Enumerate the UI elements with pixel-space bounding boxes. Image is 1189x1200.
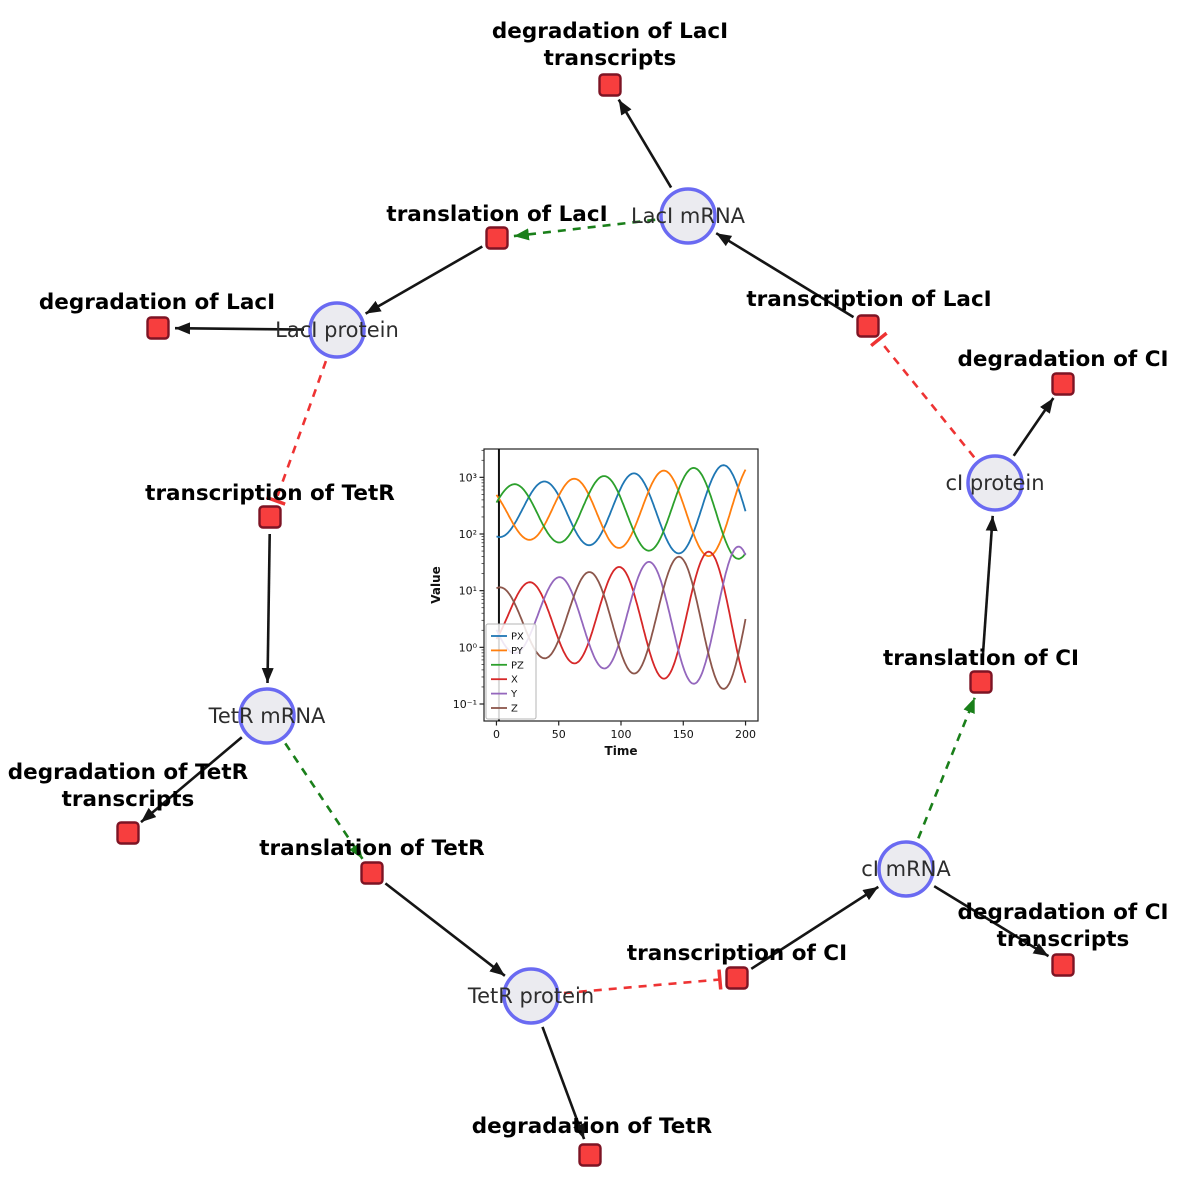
plot-legend: PX PY PZ XYZ (485, 623, 537, 720)
edge-laci-mrna-to-degradation-laci-transcripts (617, 98, 673, 189)
y-tick-label: 10³ (459, 471, 477, 484)
reaction-label-transcription-tetr: transcription of TetR (145, 481, 395, 506)
reaction-label-translation-laci: translation of LacI (386, 202, 607, 227)
x-tick-label: 150 (673, 728, 694, 741)
x-tick-label: 100 (611, 728, 632, 741)
edge-ci-protein-to-transcription-laci (869, 331, 976, 459)
species-label-laci-protein: LacI protein (275, 318, 399, 342)
edge-tetr-protein-to-degradation-tetr (541, 1026, 586, 1140)
edge-translation-tetr-to-tetr-protein (384, 882, 506, 977)
reaction-node-degradation-ci[interactable] (1051, 372, 1075, 396)
x-tick-label: 50 (552, 728, 566, 741)
edge-tetr-mrna-to-degradation-tetr-transcripts (140, 736, 243, 824)
reaction-node-degradation-laci[interactable] (146, 316, 170, 340)
edge-ci-mrna-to-translation-ci (917, 697, 976, 839)
legend-label-Z: Z (511, 704, 518, 715)
axis-ticks: 0 50 100 150 200 10⁻¹ 10⁰ 10¹ 10² 10³ (453, 471, 756, 741)
reaction-label-translation-ci: translation of CI (883, 646, 1079, 671)
reaction-node-translation-ci[interactable] (969, 670, 993, 694)
series-Z (496, 555, 747, 690)
edge-ci-protein-to-degradation-ci (1012, 397, 1055, 457)
reaction-label-transcription-laci: transcription of LacI (746, 287, 991, 312)
reaction-label-transcription-ci: transcription of CI (627, 941, 847, 966)
edge-ci-mrna-to-degradation-ci-transcripts (933, 885, 1050, 958)
series-X (495, 550, 747, 684)
reaction-node-degradation-tetr[interactable] (578, 1143, 602, 1167)
legend-label-PY: PY (511, 646, 524, 657)
timecourse-chart: 0 50 100 150 200 10⁻¹ 10⁰ 10¹ 10² 10³ PX PY PZ XYZ T… (429, 448, 759, 758)
reaction-node-degradation-laci-transcripts[interactable] (598, 73, 622, 97)
species-node-laci-protein[interactable] (308, 301, 366, 359)
edge-laci-protein-to-transcription-tetr (265, 360, 328, 506)
edge-translation-ci-to-ci-protein (980, 515, 998, 666)
x-tick-label: 200 (735, 728, 756, 741)
y-axis-label: Value (429, 566, 443, 604)
species-node-laci-mrna[interactable] (659, 187, 717, 245)
x-tick-label: 0 (493, 728, 500, 741)
edge-transcription-tetr-to-tetr-mrna (261, 533, 274, 684)
legend-label-PZ: PZ (511, 660, 524, 671)
y-tick-label: 10⁻¹ (453, 698, 477, 711)
species-label-tetr-protein: TetR protein (467, 984, 594, 1008)
species-node-ci-mrna[interactable] (877, 840, 935, 898)
node-layer (116, 73, 1075, 1167)
reaction-label-translation-tetr: translation of TetR (259, 836, 485, 861)
species-label-ci-mrna: cI mRNA (861, 857, 951, 881)
reaction-node-transcription-laci[interactable] (856, 314, 880, 338)
edge-transcription-laci-to-laci-mrna (715, 232, 855, 319)
reaction-node-degradation-ci-transcripts[interactable] (1051, 953, 1075, 977)
reaction-label-degradation-ci: degradation of CI (958, 347, 1169, 372)
y-tick-label: 10² (459, 528, 477, 541)
reaction-node-transcription-ci[interactable] (725, 966, 749, 990)
species-label-tetr-mrna: TetR mRNA (208, 704, 326, 728)
legend-label-PX: PX (511, 632, 524, 643)
series-PX (496, 464, 747, 555)
species-node-tetr-protein[interactable] (502, 967, 560, 1025)
edge-tetr-protein-to-transcription-ci (563, 969, 723, 995)
reaction-node-translation-laci[interactable] (485, 226, 509, 250)
reaction-label-degradation-laci: degradation of LacI (39, 290, 275, 315)
legend-label-X: X (511, 675, 518, 686)
y-tick-label: 10⁰ (459, 641, 478, 654)
edge-translation-laci-to-laci-protein (364, 245, 483, 315)
edge-laci-protein-to-degradation-laci (174, 322, 305, 335)
legend-box (485, 623, 537, 720)
reaction-node-translation-tetr[interactable] (360, 861, 384, 885)
series-PZ (495, 466, 747, 560)
reaction-node-degradation-tetr-transcripts[interactable] (116, 821, 140, 845)
edge-layer (140, 98, 1055, 1140)
species-node-tetr-mrna[interactable] (238, 687, 296, 745)
legend-label-Y: Y (510, 689, 518, 700)
species-node-ci-protein[interactable] (966, 454, 1024, 512)
species-label-laci-mrna: LacI mRNA (631, 204, 746, 228)
edge-transcription-ci-to-ci-mrna (750, 885, 880, 970)
x-axis-label: Time (605, 744, 638, 758)
series-Y (495, 545, 747, 685)
reaction-label-degradation-tetr: degradation of TetR (472, 1114, 713, 1139)
y-tick-label: 10¹ (459, 585, 477, 598)
reaction-node-transcription-tetr[interactable] (258, 505, 282, 529)
species-label-ci-protein: cI protein (945, 471, 1044, 495)
series-PY (495, 469, 747, 557)
